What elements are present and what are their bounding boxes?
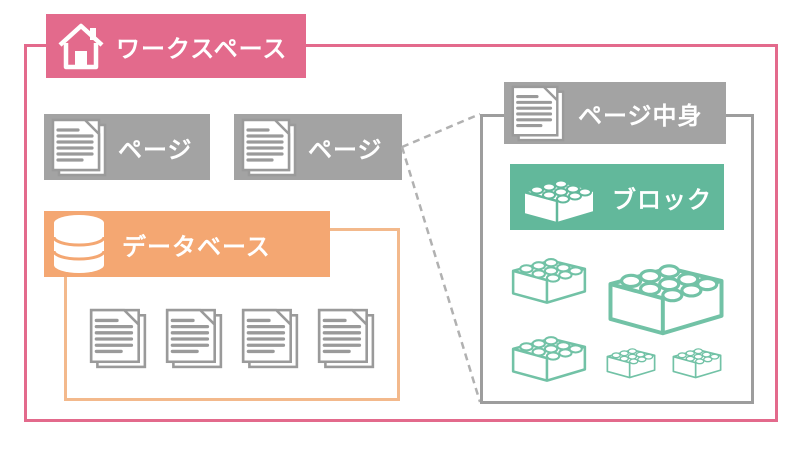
block-header: ブロック [510,164,724,230]
page-card-1: ページ [44,114,210,180]
workspace-frame [24,44,778,422]
document-icon [86,306,148,370]
document-icon [314,306,376,370]
lego-brick-icon [602,246,730,338]
page-content-header: ページ中身 [504,82,726,144]
block-label: ブロック [612,185,712,214]
lego-brick-icon [604,340,658,380]
page-content-label: ページ中身 [578,101,703,130]
document-icon [238,306,300,370]
page-label-1: ページ [118,135,193,164]
document-icon [508,83,568,143]
database-header: データベース [44,211,330,277]
database-icon [50,213,108,275]
page-card-2: ページ [234,114,402,180]
lego-brick-icon [508,246,590,306]
workspace-header: ワークスペース [46,14,306,78]
database-label: データベース [122,232,271,261]
lego-brick-icon [670,340,724,380]
lego-brick-icon [518,168,600,226]
lego-brick-icon [508,324,590,384]
document-icon [162,306,224,370]
page-label-2: ページ [308,135,383,164]
house-icon [54,21,108,71]
workspace-label: ワークスペース [116,34,288,63]
